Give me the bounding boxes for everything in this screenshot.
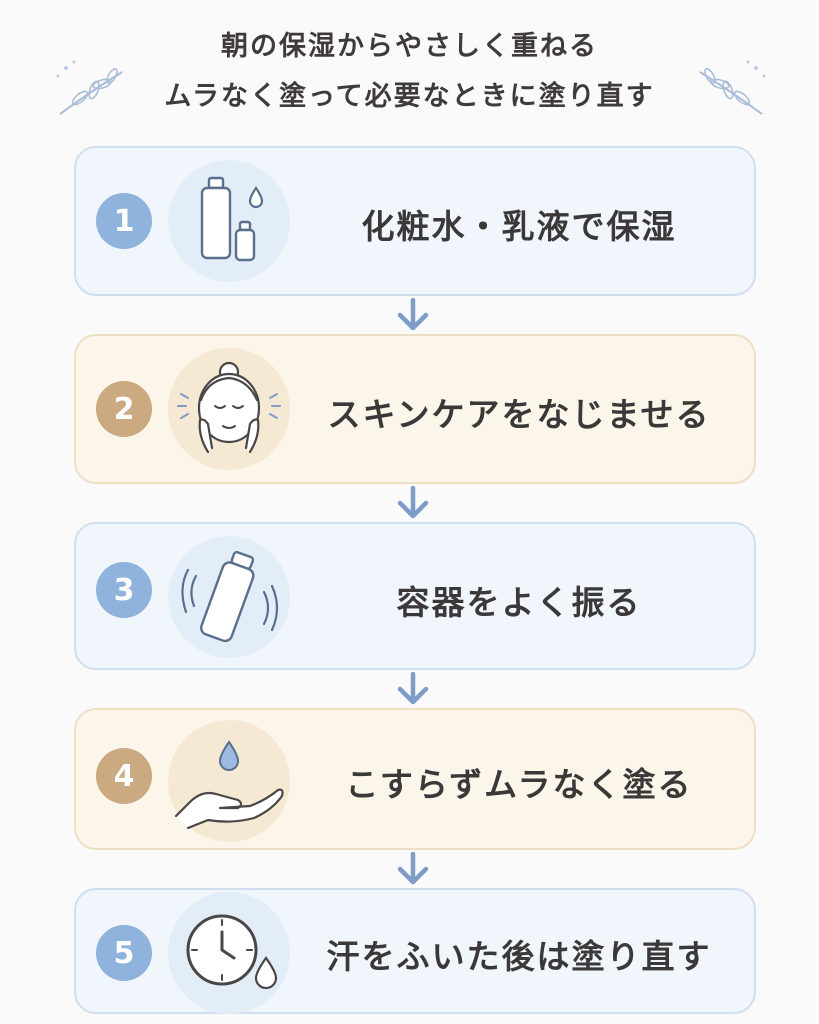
step-illustration — [168, 536, 290, 658]
step-number-badge: 4 — [96, 748, 152, 804]
lotion-bottles-icon — [200, 176, 264, 262]
face-pat-icon — [177, 361, 281, 454]
step-illustration — [168, 348, 290, 470]
leaf-sprig-icon — [699, 60, 766, 115]
header: 朝の保湿からやさしく重ねる ムラなく塗って必要なときに塗り直す — [0, 22, 819, 122]
step-label: スキンケアをなじませる — [327, 395, 711, 434]
step-label: 汗をふいた後は塗り直す — [326, 937, 712, 976]
header-line-1: 朝の保湿からやさしく重ねる — [221, 31, 598, 62]
arrow-down-icon — [397, 672, 429, 705]
shake-bottle-icon — [181, 550, 279, 643]
step-number-badge: 1 — [96, 193, 152, 249]
clock-drop-icon — [186, 914, 278, 990]
arrow-down-icon — [397, 298, 429, 331]
drop-on-hand-icon — [174, 740, 284, 830]
leaf-sprig-icon — [56, 60, 123, 115]
step-card-1: 1 化粧水・乳液で保湿 — [74, 146, 756, 296]
step-number-badge: 3 — [96, 562, 152, 618]
step-label: 化粧水・乳液で保湿 — [361, 207, 677, 246]
step-card-3: 3 容器をよく振る — [74, 522, 756, 670]
step-illustration — [168, 892, 290, 1014]
step-label: こすらずムラなく塗る — [345, 765, 693, 804]
step-illustration — [168, 160, 290, 282]
step-illustration — [168, 720, 290, 842]
step-label: 容器をよく振る — [396, 583, 642, 622]
step-number-badge: 5 — [96, 925, 152, 981]
step-card-5: 5 汗をふいた後は塗り直す — [74, 888, 756, 1014]
step-card-2: 2 スキンケアをなじませる — [74, 334, 756, 484]
arrow-down-icon — [397, 486, 429, 519]
arrow-down-icon — [397, 852, 429, 885]
step-card-4: 4 こすらずムラなく塗る — [74, 708, 756, 850]
step-number-badge: 2 — [96, 381, 152, 437]
header-line-2: ムラなく塗って必要なときに塗り直す — [164, 81, 655, 112]
